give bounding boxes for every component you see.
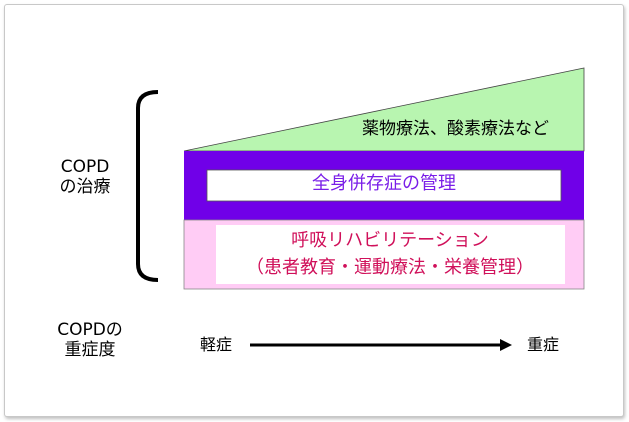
treatment-label-line2: の治療 (59, 177, 111, 198)
treatment-label: COPD の治療 (40, 157, 130, 198)
severity-label-line2: 重症度 (64, 340, 116, 361)
drug-therapy-text: 薬物療法、酸素療法など (362, 119, 549, 139)
comorbidity-box (206, 169, 562, 202)
treatment-label-line1: COPD (60, 157, 110, 177)
rehab-box (216, 225, 565, 284)
axis-severe-label: 重症 (527, 335, 560, 354)
rehab-text-line2: （患者教育・運動療法・栄養管理） (246, 257, 534, 278)
severity-label: COPDの 重症度 (40, 320, 140, 361)
treatment-bracket (136, 90, 159, 282)
axis-mild-label: 軽症 (200, 335, 233, 354)
rehab-text-line1: 呼吸リハビリテーション (291, 230, 489, 251)
severity-label-line1: COPDの (57, 320, 123, 340)
arrow-head-icon (500, 339, 512, 351)
comorbidity-text: 全身併存症の管理 (312, 173, 456, 194)
